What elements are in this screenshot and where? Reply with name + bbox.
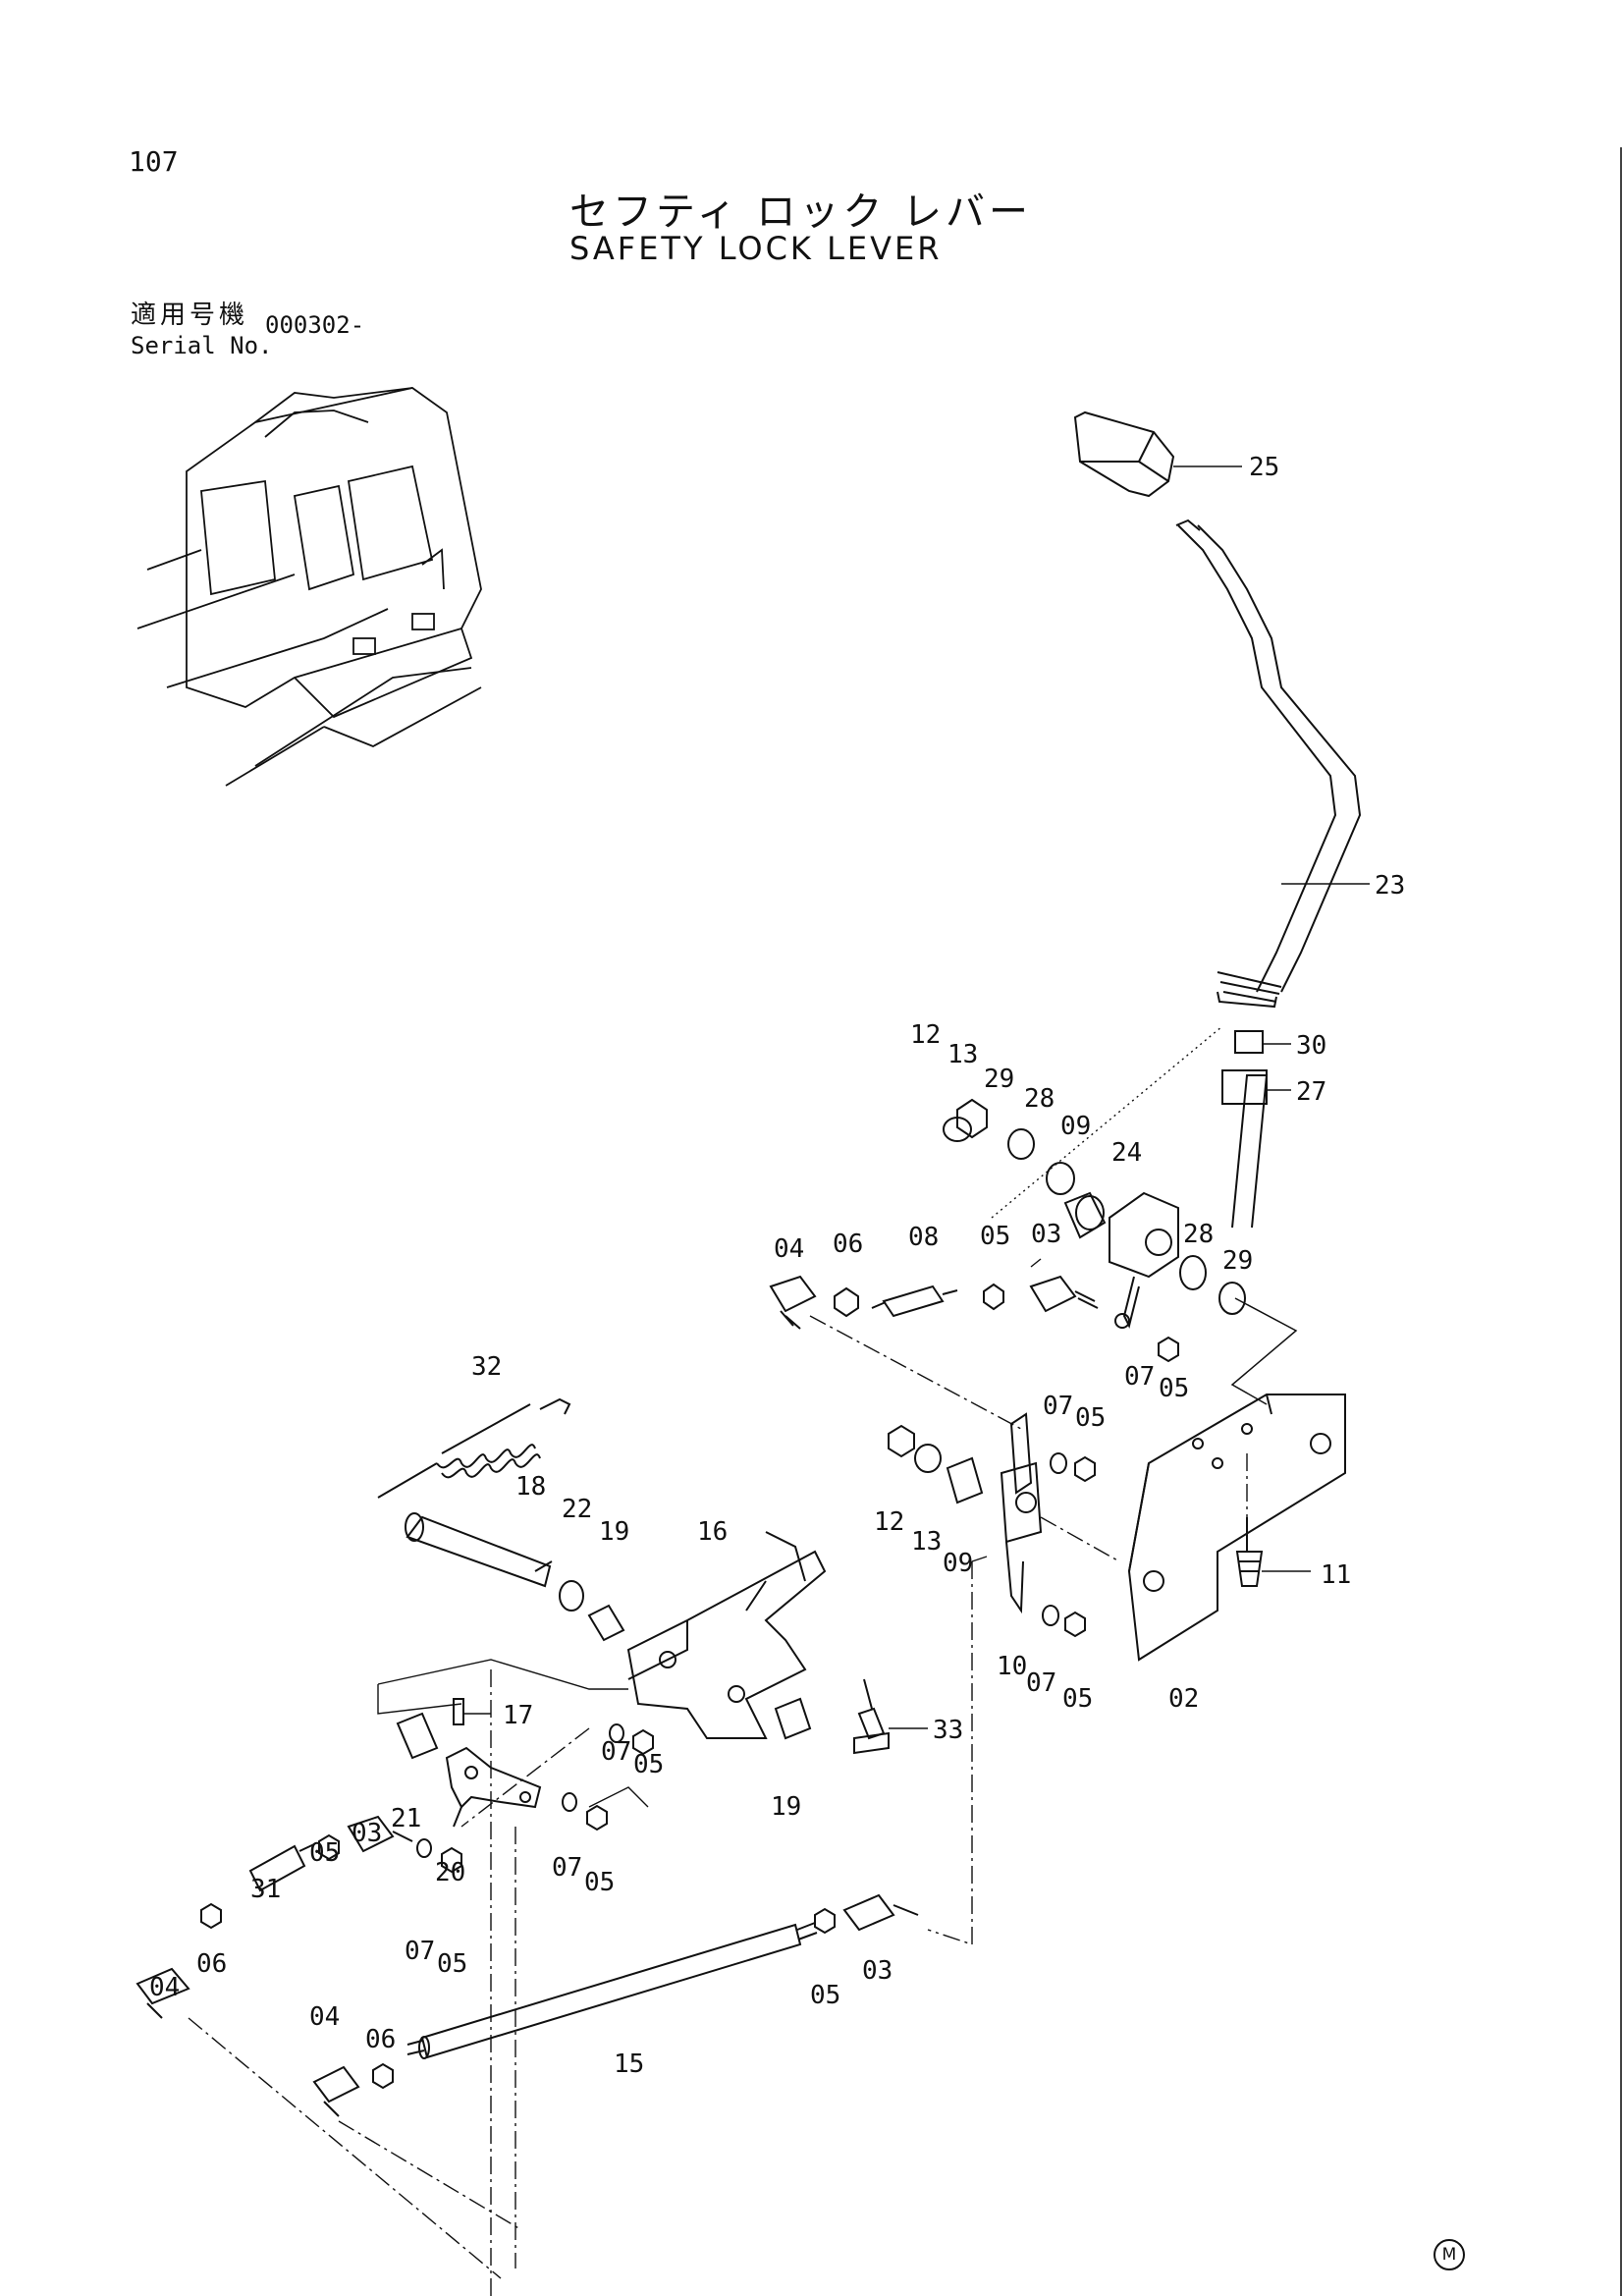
bolt-11 <box>1235 1517 1264 1587</box>
nut-27 <box>1221 1069 1268 1105</box>
page-edge-line <box>1620 147 1622 2296</box>
nut-12-lower <box>888 1424 915 1458</box>
callout-05: 05 <box>1159 1374 1189 1403</box>
lever-arm-20 <box>445 1746 542 1828</box>
serial-label-japanese: 適用号機 <box>131 301 249 330</box>
upper-stack-parts <box>943 1098 1246 1315</box>
bushing-19-upper <box>587 1604 625 1642</box>
callout-05: 05 <box>1062 1684 1093 1714</box>
rod-end-right-lower <box>814 1893 919 1935</box>
callout-02: 02 <box>1168 1684 1199 1714</box>
callout-10: 10 <box>997 1652 1027 1681</box>
callout-12: 12 <box>874 1507 904 1537</box>
callout-23: 23 <box>1375 871 1405 901</box>
callout-04: 04 <box>149 1973 180 2002</box>
callout-29: 29 <box>984 1065 1014 1094</box>
callout-19: 19 <box>771 1792 801 1822</box>
serial-label: Serial No. <box>131 332 273 359</box>
callout-07: 07 <box>1026 1668 1056 1698</box>
cab-location-illustration <box>136 387 482 787</box>
callout-12: 12 <box>910 1020 941 1050</box>
leader-lines <box>463 465 1370 1729</box>
callout-24: 24 <box>1111 1138 1142 1168</box>
callout-27: 27 <box>1296 1077 1326 1107</box>
callout-07: 07 <box>405 1937 435 1966</box>
callout-09: 09 <box>1060 1112 1091 1141</box>
callout-17: 17 <box>503 1701 533 1730</box>
lever-rod <box>1175 519 1362 1229</box>
callout-09: 09 <box>943 1549 973 1578</box>
nut-12 <box>956 1098 988 1139</box>
callout-05: 05 <box>810 1981 840 2010</box>
callout-05: 05 <box>309 1838 340 1868</box>
collar-21 <box>396 1712 439 1760</box>
rod-15 <box>406 1922 818 2059</box>
lever-bracket-24 <box>1109 1191 1179 1329</box>
callout-07: 07 <box>601 1737 631 1767</box>
callout-04: 04 <box>774 1234 804 1264</box>
callout-06: 06 <box>196 1949 227 1979</box>
callout-18: 18 <box>515 1472 546 1502</box>
callout-04: 04 <box>309 2002 340 2032</box>
callout-05: 05 <box>437 1949 467 1979</box>
callout-07: 07 <box>1043 1392 1073 1421</box>
part-number-callouts: 25 23 30 27 12 13 29 28 09 24 28 29 04 0… <box>149 453 1405 2079</box>
callout-13: 13 <box>911 1527 942 1557</box>
callout-08: 08 <box>908 1223 939 1252</box>
callout-16: 16 <box>697 1517 728 1547</box>
lever-arm-parts <box>562 1723 654 1831</box>
nut-30 <box>1234 1030 1264 1054</box>
assembly-lines <box>188 1025 1248 2296</box>
callout-15: 15 <box>614 2050 644 2079</box>
page-title: SAFETY LOCK LEVER <box>569 230 943 267</box>
bushing-19-lower <box>774 1697 812 1740</box>
washer-22 <box>559 1580 584 1612</box>
callout-28: 28 <box>1183 1220 1214 1249</box>
callout-06: 06 <box>365 2025 396 2054</box>
rod-end-row-lower <box>135 1815 462 2117</box>
callout-30: 30 <box>1296 1031 1326 1061</box>
spring-32 <box>377 1397 571 1499</box>
serial-number-range: 000302- <box>265 311 365 339</box>
callout-33: 33 <box>933 1716 963 1745</box>
callout-19: 19 <box>599 1517 629 1547</box>
bracket-16 <box>626 1531 827 1739</box>
callout-32: 32 <box>471 1352 502 1382</box>
callout-03: 03 <box>352 1819 382 1848</box>
rod-end-row-upper <box>769 1275 1179 1363</box>
lever-knob <box>1073 410 1175 498</box>
callout-06: 06 <box>833 1230 863 1259</box>
callout-05: 05 <box>633 1750 664 1779</box>
callout-05: 05 <box>1075 1403 1106 1433</box>
callout-07: 07 <box>552 1853 582 1883</box>
callout-03: 03 <box>1031 1220 1061 1249</box>
m-mark-icon: M <box>1434 2239 1465 2270</box>
bracket-02 <box>1127 1394 1346 1662</box>
callout-13: 13 <box>947 1040 978 1069</box>
pin-18 <box>405 1512 553 1588</box>
page-number: 107 <box>129 145 179 178</box>
callout-03: 03 <box>862 1956 893 1986</box>
callout-21: 21 <box>391 1804 421 1833</box>
callout-22: 22 <box>562 1495 592 1524</box>
bolt-33 <box>853 1678 890 1755</box>
callout-05: 05 <box>584 1868 615 1897</box>
callout-25: 25 <box>1249 453 1279 482</box>
page-title-japanese: セフティ ロック レバー <box>569 190 1033 235</box>
callout-07: 07 <box>1124 1362 1155 1392</box>
callout-29: 29 <box>1222 1246 1253 1276</box>
callout-28: 28 <box>1024 1084 1055 1114</box>
link-10-stack <box>888 1412 1096 1638</box>
callout-31: 31 <box>250 1875 281 1904</box>
callout-20: 20 <box>435 1858 465 1887</box>
pin-17 <box>453 1698 464 1725</box>
callout-05: 05 <box>980 1222 1010 1251</box>
callout-11: 11 <box>1321 1560 1351 1590</box>
bracket-outlines <box>377 1258 1042 1808</box>
